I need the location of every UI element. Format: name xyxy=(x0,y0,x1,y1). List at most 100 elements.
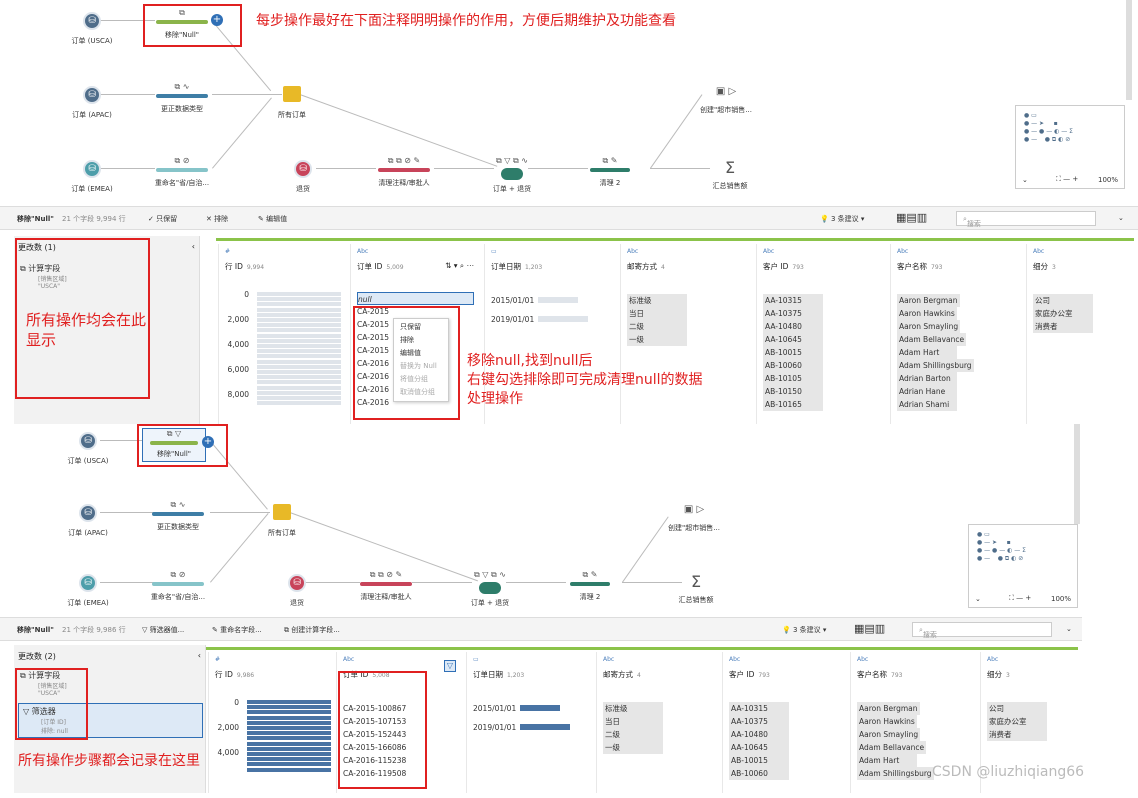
value-item[interactable]: CA-2016-115238 xyxy=(343,756,407,765)
node-agg-sales[interactable]: Σ 汇总销售额 xyxy=(700,158,760,191)
node-returns[interactable]: ⛁ 退货 xyxy=(286,160,320,194)
value-item[interactable]: Aaron Smayling xyxy=(857,728,921,741)
value-item[interactable]: 家庭办公室 xyxy=(987,715,1047,728)
value-item[interactable]: Adrian Hane xyxy=(897,385,957,398)
node-all-orders[interactable]: 所有订单 xyxy=(270,86,314,120)
value-item[interactable]: AB-10015 xyxy=(763,346,823,359)
node-create-sales[interactable]: ▣ ▷ 创建"超市销售... xyxy=(696,86,756,115)
filter-values-button[interactable]: ▽ 筛选器值... xyxy=(142,626,185,634)
change-item-calc[interactable]: ⧉ 计算字段 [销售区域] "USCA" xyxy=(20,671,67,697)
node-fix-types[interactable]: ⧉ ∿ 更正数据类型 xyxy=(144,500,212,532)
suggestions-button[interactable]: 💡 3 条建议 ▾ xyxy=(820,215,865,223)
value-item[interactable]: Adam Bellavance xyxy=(897,333,967,346)
value-item[interactable]: 二级 xyxy=(603,728,663,741)
search-input[interactable]: ⌕ 搜索 xyxy=(956,211,1096,228)
menu-item[interactable]: 替换为 Null xyxy=(400,362,437,370)
view-toggle-icon[interactable]: ▦▤▥ xyxy=(854,622,886,635)
value-item[interactable]: Adrian Shami xyxy=(897,398,957,411)
menu-item[interactable]: 编辑值 xyxy=(400,349,421,357)
node-clean-notes[interactable]: ⧉ ⧉ ⊘ ✎ 清理注释/审批人 xyxy=(352,570,420,602)
node-agg-sales[interactable]: Σ 汇总销售额 xyxy=(666,572,726,605)
value-item[interactable]: AA-10645 xyxy=(763,333,823,346)
value-item[interactable]: CA-2016 xyxy=(357,359,389,368)
search-input[interactable]: ⌕ 搜索 xyxy=(912,622,1052,639)
suggestions-button[interactable]: 💡 3 条建议 ▾ xyxy=(782,626,827,634)
value-item[interactable]: AB-10105 xyxy=(763,372,823,385)
exclude-button[interactable]: ✕ 排除 xyxy=(206,215,229,223)
value-item[interactable]: 家庭办公室 xyxy=(1033,307,1093,320)
value-item[interactable]: AA-10315 xyxy=(729,702,789,715)
flow-minimap[interactable]: ● ▭● — ➤ ▪● — ● — ◐ — Σ● — ● ⧉ ◐ ⊘ ⌄ ⛶ —… xyxy=(1015,105,1125,189)
value-item[interactable]: AB-10060 xyxy=(729,767,789,780)
value-item[interactable]: CA-2015-166086 xyxy=(343,743,407,752)
menu-item[interactable]: 排除 xyxy=(400,336,414,344)
node-apac[interactable]: ⛁ 订单 (APAC) xyxy=(58,504,118,538)
chevron-down-icon[interactable]: ⌄ xyxy=(1066,625,1072,633)
value-item[interactable]: AB-10165 xyxy=(763,398,823,411)
value-item[interactable]: 二级 xyxy=(627,320,687,333)
edit-values-button[interactable]: ✎ 编辑值 xyxy=(258,215,288,223)
value-item[interactable]: AA-10375 xyxy=(763,307,823,320)
value-item[interactable]: AA-10375 xyxy=(729,715,789,728)
value-item[interactable]: 公司 xyxy=(987,702,1047,715)
menu-item[interactable]: 将值分组 xyxy=(400,375,428,383)
flow-canvas-bottom[interactable]: ⛁ 订单 (USCA) ⛁ 订单 (APAC) ⛁ 订单 (EMEA) ⧉ ▽ … xyxy=(0,424,1138,614)
value-item[interactable]: Adam Shillingsburg xyxy=(857,767,934,780)
scrollbar[interactable] xyxy=(1074,424,1080,524)
value-item[interactable]: AA-10480 xyxy=(763,320,823,333)
node-remove-null[interactable]: ⧉ ▽ 移除"Null" xyxy=(142,428,206,462)
node-fix-types[interactable]: ⧉ ∿ 更正数据类型 xyxy=(148,82,216,114)
node-clean2[interactable]: ⧉ ✎ 清理 2 xyxy=(582,156,638,188)
value-item[interactable]: AB-10015 xyxy=(729,754,789,767)
menu-item[interactable]: 取消值分组 xyxy=(400,388,435,396)
node-usca[interactable]: ⛁ 订单 (USCA) xyxy=(62,12,122,46)
keep-only-button[interactable]: ✓ 只保留 xyxy=(148,215,178,223)
value-item[interactable]: CA-2016 xyxy=(357,385,389,394)
add-step-button[interactable]: + xyxy=(202,436,214,448)
node-all-orders[interactable]: 所有订单 xyxy=(260,504,304,538)
value-item[interactable]: Adrian Barton xyxy=(897,372,957,385)
value-item[interactable]: Adam Hart xyxy=(897,346,957,359)
node-create-sales[interactable]: ▣ ▷ 创建"超市销售... xyxy=(664,504,724,533)
chevron-down-icon[interactable]: ⌄ xyxy=(1022,176,1028,184)
view-toggle-icon[interactable]: ▦▤▥ xyxy=(896,211,928,224)
node-clean2[interactable]: ⧉ ✎ 清理 2 xyxy=(562,570,618,602)
value-item[interactable]: CA-2016 xyxy=(357,398,389,407)
value-item[interactable]: Aaron Smayling xyxy=(897,320,961,333)
node-apac[interactable]: ⛁ 订单 (APAC) xyxy=(62,86,122,120)
value-item[interactable]: 标准级 xyxy=(627,294,687,307)
value-item[interactable]: Adam Bellavance xyxy=(857,741,927,754)
change-item-calc[interactable]: ⧉ 计算字段 [销售区域] "USCA" xyxy=(20,264,67,290)
create-calc-button[interactable]: ⧉ 创建计算字段... xyxy=(284,626,340,634)
value-item[interactable]: CA-2016 xyxy=(357,372,389,381)
value-item[interactable]: AA-10480 xyxy=(729,728,789,741)
value-item[interactable]: Aaron Hawkins xyxy=(897,307,957,320)
value-item[interactable]: 一级 xyxy=(627,333,687,346)
fit-icon[interactable]: ⛶ — + xyxy=(1056,175,1079,183)
scrollbar[interactable] xyxy=(1126,0,1132,100)
node-remove-null[interactable]: ⧉ 移除"Null" xyxy=(148,8,216,40)
value-item[interactable]: 当日 xyxy=(627,307,687,320)
value-item[interactable]: Aaron Hawkins xyxy=(857,715,917,728)
rename-field-button[interactable]: ✎ 重命名字段... xyxy=(212,626,262,634)
node-usca[interactable]: ⛁ 订单 (USCA) xyxy=(58,432,118,466)
node-emea[interactable]: ⛁ 订单 (EMEA) xyxy=(62,160,122,194)
value-item[interactable]: CA-2016-119508 xyxy=(343,769,407,778)
node-orders-returns[interactable]: ⧉ ▽ ⧉ ∿ 订单 + 退货 xyxy=(484,156,540,194)
value-item[interactable]: CA-2015-107153 xyxy=(343,717,407,726)
node-returns[interactable]: ⛁ 退货 xyxy=(280,574,314,608)
value-item[interactable]: Aaron Bergman xyxy=(897,294,960,307)
value-item[interactable]: AB-10060 xyxy=(763,359,823,372)
node-clean-notes[interactable]: ⧉ ⧉ ⊘ ✎ 清理注释/审批人 xyxy=(370,156,438,188)
add-step-button[interactable]: + xyxy=(211,14,223,26)
value-item[interactable]: Aaron Bergman xyxy=(857,702,920,715)
node-emea[interactable]: ⛁ 订单 (EMEA) xyxy=(58,574,118,608)
